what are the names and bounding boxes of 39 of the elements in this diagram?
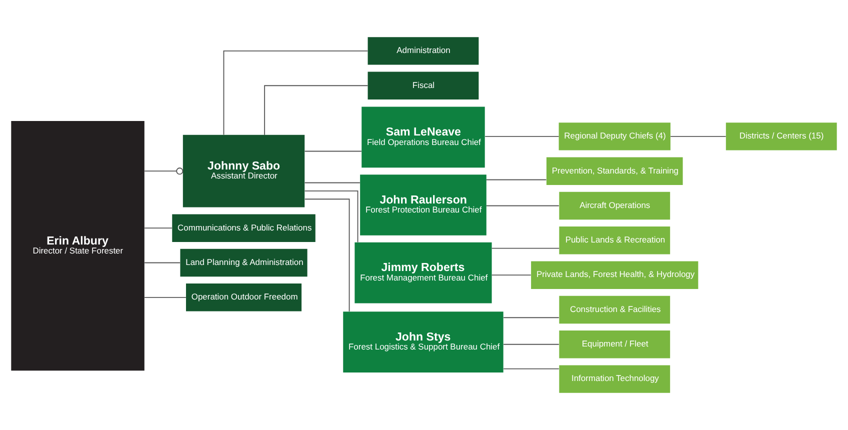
connector (670, 136, 726, 137)
node-box: Construction & Facilities (559, 296, 670, 324)
connector (484, 136, 560, 137)
node-box: Communications & Public Relations (172, 214, 316, 242)
connector (304, 198, 350, 312)
connector (491, 248, 560, 249)
node-box: Operation Outdoor Freedom (186, 284, 302, 312)
connector (304, 190, 358, 243)
node-box: Prevention, Standards, & Training (546, 157, 683, 185)
connector (144, 296, 186, 298)
connector (486, 205, 560, 206)
node-box: Administration (368, 37, 479, 65)
connector (304, 150, 362, 152)
node-box: Information Technology (559, 365, 670, 393)
connector (503, 317, 560, 318)
node-box: Equipment / Fleet (559, 330, 670, 358)
connector (304, 182, 360, 184)
connector (144, 228, 172, 229)
connector (503, 344, 560, 345)
connector (503, 368, 560, 370)
node-box: John Raulerson Forest Protection Bureau Chief (360, 174, 486, 236)
node-box: Erin Albury Director / State Forester (11, 121, 144, 371)
node-box: Private Lands, Forest Health, & Hydrology (531, 261, 698, 289)
connector (486, 179, 547, 180)
node-box: Land Planning & Administration (180, 248, 308, 277)
node-box: Public Lands & Recreation (559, 226, 670, 254)
node-box: Jimmy Roberts Forest Management Bureau Chief (354, 242, 492, 304)
connector (264, 85, 368, 136)
node-box: Aircraft Operations (559, 192, 670, 220)
node-box: Districts / Centers (15) (726, 122, 837, 150)
connector (144, 262, 181, 264)
node-box: John Stys Forest Logistics & Support Bureau Chief (343, 312, 504, 372)
node-box: Regional Deputy Chiefs (4) (558, 122, 670, 150)
node-box: Johnny Sabo Assistant Director (182, 134, 305, 208)
node-box: Sam LeNeave Field Operations Bureau Chief (362, 106, 485, 168)
connector (223, 50, 368, 136)
node-box: Fiscal (368, 72, 479, 100)
connector (144, 168, 184, 175)
connector (491, 274, 532, 276)
